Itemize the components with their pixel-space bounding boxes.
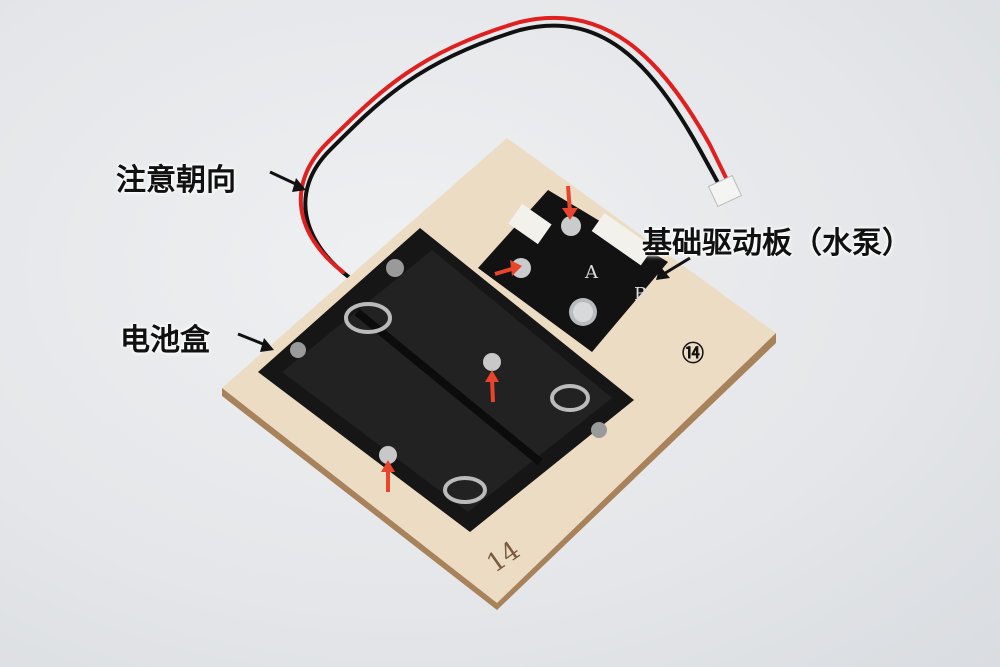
driver-board-pcb: A B	[478, 190, 668, 352]
annotation-arrows	[237, 170, 691, 352]
power-wire	[298, 15, 732, 280]
marker-arrows	[381, 185, 578, 492]
svg-text:A: A	[584, 262, 599, 283]
wire-connector	[707, 174, 743, 208]
svg-text:B: B	[634, 284, 647, 305]
step-number: ⑭	[682, 342, 705, 367]
battery-box-label: 电池盒	[120, 323, 210, 358]
orientation-note-label: 注意朝向	[116, 163, 236, 198]
driver-board-label: 基础驱动板（水泵）	[642, 226, 912, 261]
battery-box	[258, 228, 634, 532]
